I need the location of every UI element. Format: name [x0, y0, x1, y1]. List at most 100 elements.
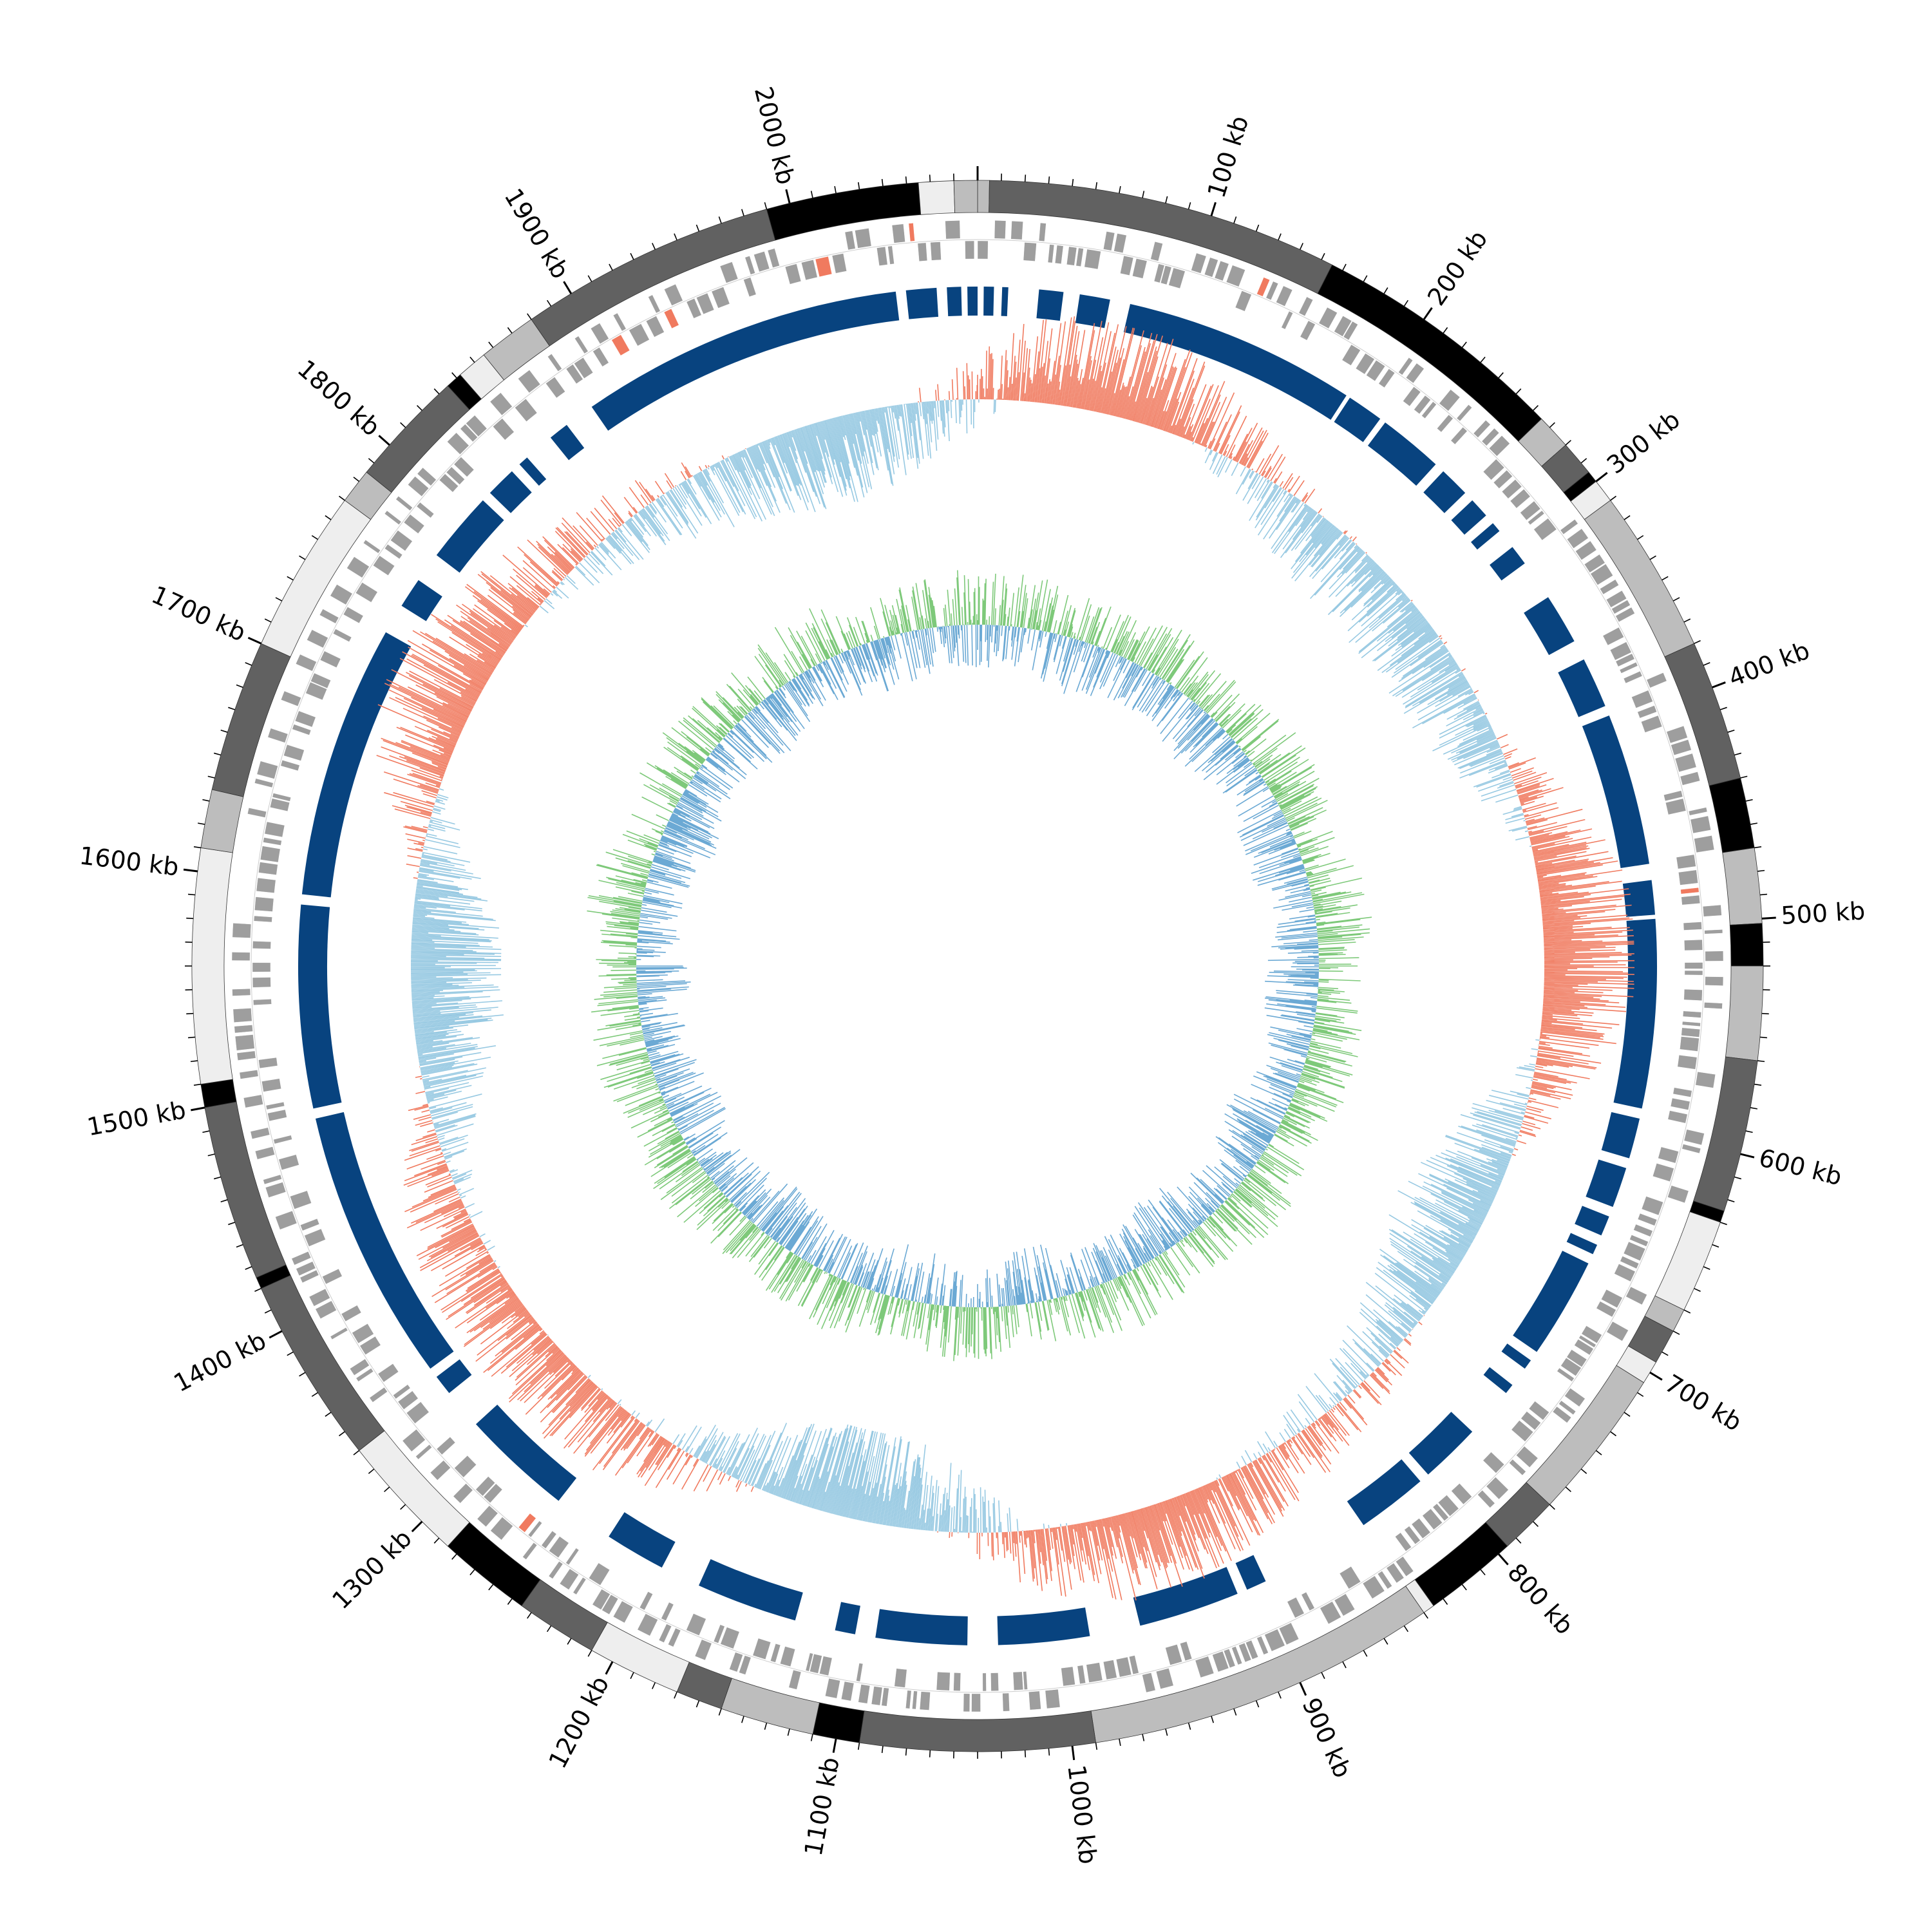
tick-label-500: 500 kb	[1780, 896, 1866, 930]
feature-96	[1682, 1010, 1701, 1018]
feature-195	[810, 1653, 822, 1674]
feature-120	[1606, 1321, 1629, 1341]
minor-tick	[400, 422, 406, 428]
feature-95	[1703, 1002, 1723, 1009]
minor-tick	[1734, 1176, 1742, 1180]
feature-134	[1509, 1459, 1526, 1476]
major-tick	[832, 1738, 837, 1753]
feature-81	[1694, 835, 1715, 853]
feature-332	[574, 336, 589, 354]
minor-tick	[929, 1750, 931, 1757]
feature-260	[273, 1135, 292, 1144]
feature-325	[489, 392, 513, 416]
minor-tick	[1119, 1738, 1121, 1746]
feature-346	[743, 277, 757, 298]
gc-content-negative	[410, 399, 1540, 1533]
feature-40	[1421, 401, 1437, 419]
feature-102	[1672, 1087, 1692, 1097]
feature-139	[1437, 1495, 1459, 1517]
feature-268	[236, 1050, 256, 1061]
tick-label-600: 600 kb	[1756, 1143, 1844, 1191]
minor-tick	[1423, 1612, 1428, 1619]
tick-label-900: 900 kb	[1296, 1694, 1357, 1782]
major-tick	[378, 435, 390, 446]
feature-228	[475, 1476, 495, 1497]
feature-51	[1510, 489, 1531, 509]
minor-tick	[1610, 495, 1616, 501]
minor-tick	[433, 388, 440, 395]
feature-185	[912, 1690, 918, 1710]
feature-72	[1641, 715, 1663, 733]
tick-label-400: 400 kb	[1725, 636, 1814, 692]
minor-tick	[1142, 191, 1145, 198]
feature-255	[290, 1190, 312, 1209]
feature-297	[305, 681, 327, 701]
feature-223	[527, 1520, 542, 1538]
minor-tick	[1734, 752, 1742, 756]
feature-282	[258, 862, 278, 875]
feature-58	[1584, 554, 1605, 573]
feature-198	[780, 1646, 795, 1667]
feature-224	[518, 1513, 536, 1533]
block-6	[1367, 422, 1436, 486]
minor-tick	[1610, 1431, 1616, 1437]
minor-tick	[1720, 1222, 1727, 1226]
minor-tick	[1720, 706, 1727, 710]
feature-12	[1120, 255, 1134, 276]
feature-137	[1477, 1490, 1495, 1508]
feature-335	[611, 334, 630, 356]
feature-270	[234, 1025, 253, 1034]
minor-tick	[1233, 216, 1237, 223]
minor-tick	[433, 1537, 440, 1544]
feature-track-baseline	[251, 239, 1705, 1693]
feature-174	[1028, 1690, 1041, 1710]
feature-126	[1557, 1367, 1575, 1382]
minor-tick	[368, 1468, 375, 1474]
minor-tick	[469, 356, 475, 363]
minor-tick	[1048, 1748, 1050, 1756]
minor-tick	[1533, 404, 1539, 411]
minor-tick	[198, 822, 205, 825]
block-43	[905, 287, 939, 319]
major-tick	[191, 1106, 205, 1112]
feature-104	[1667, 1110, 1688, 1124]
feature-53	[1528, 510, 1545, 526]
feature-87	[1683, 922, 1702, 931]
minor-tick	[1703, 662, 1710, 666]
feature-65	[1609, 641, 1632, 661]
feature-257	[263, 1174, 282, 1185]
major-tick	[1497, 1553, 1509, 1566]
feature-66	[1615, 653, 1635, 667]
minor-tick	[527, 1612, 532, 1619]
minor-tick	[587, 275, 592, 282]
feature-193	[825, 1678, 840, 1699]
minor-tick	[1533, 1521, 1539, 1528]
feature-333	[592, 347, 609, 367]
feature-34	[1366, 360, 1385, 382]
feature-208	[658, 1624, 672, 1643]
feature-3	[1023, 242, 1037, 261]
minor-tick	[236, 684, 243, 688]
feature-119	[1596, 1301, 1616, 1318]
feature-39	[1414, 395, 1431, 414]
tick-label-1700: 1700 kb	[147, 580, 250, 647]
minor-tick	[325, 515, 332, 520]
feature-227	[483, 1483, 503, 1503]
feature-296	[281, 690, 301, 706]
minor-tick	[1595, 1450, 1602, 1455]
feature-221	[541, 1530, 557, 1549]
feature-144	[1395, 1532, 1412, 1551]
feature-318	[439, 473, 459, 493]
feature-45	[1473, 420, 1491, 438]
feature-33	[1355, 353, 1375, 375]
feature-216	[573, 1577, 587, 1595]
feature-345	[719, 261, 739, 283]
feature-46	[1481, 428, 1500, 446]
block-23	[1408, 1412, 1473, 1475]
feature-162	[1195, 1656, 1215, 1678]
outer-band-24	[858, 1710, 1097, 1752]
block-40	[519, 457, 547, 486]
feature-152	[1301, 1591, 1315, 1611]
major-tick	[1595, 471, 1608, 482]
feature-204	[713, 1624, 725, 1643]
